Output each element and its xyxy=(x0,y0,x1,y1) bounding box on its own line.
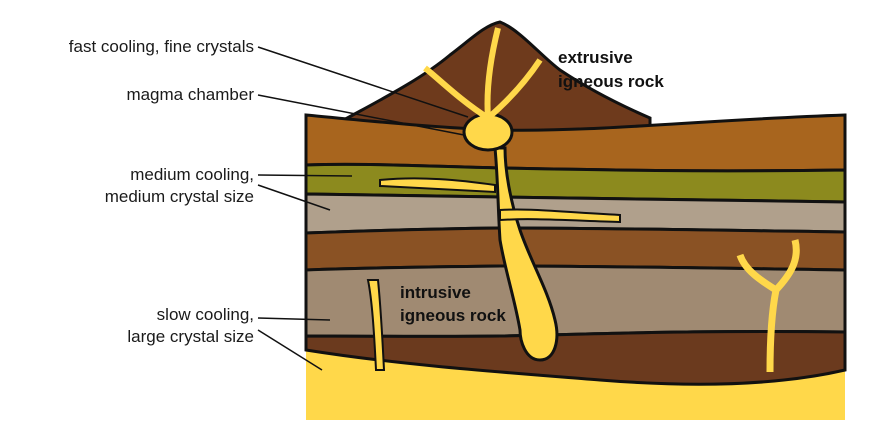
label-extrusive-2: igneous rock xyxy=(558,72,664,91)
rock-layer-grey-lower xyxy=(304,264,847,338)
sill-green xyxy=(379,177,496,194)
dike-right xyxy=(736,239,800,373)
pointer-slow-1 xyxy=(257,317,331,321)
pointer-medium-1 xyxy=(257,174,353,177)
magma-conduit xyxy=(493,146,559,362)
label-fast-cooling: fast cooling, fine crystals xyxy=(68,37,254,56)
label-medium-cooling-2: medium crystal size xyxy=(104,187,254,206)
pointer-medium-2 xyxy=(257,184,331,211)
rock-layer-brown xyxy=(304,226,847,272)
volcano-cone xyxy=(338,20,652,137)
sill-grey xyxy=(499,208,621,224)
volcano-vents xyxy=(423,27,543,121)
dike-left xyxy=(366,279,386,371)
rock-layer-dark xyxy=(304,329,847,386)
label-intrusive-2: igneous rock xyxy=(400,306,506,325)
label-intrusive-1: intrusive xyxy=(400,283,471,302)
label-extrusive-1: extrusive xyxy=(558,48,633,67)
pointer-magma-chamber xyxy=(257,94,465,136)
label-slow-cooling-1: slow cooling, xyxy=(156,305,254,324)
pointer-slow-2 xyxy=(257,329,323,371)
label-slow-cooling-2: large crystal size xyxy=(127,327,254,346)
pointer-fast-cooling xyxy=(257,46,469,118)
magma-chamber-shape xyxy=(462,112,514,152)
label-medium-cooling-1: medium cooling, xyxy=(130,165,254,184)
label-magma-chamber: magma chamber xyxy=(126,85,254,104)
